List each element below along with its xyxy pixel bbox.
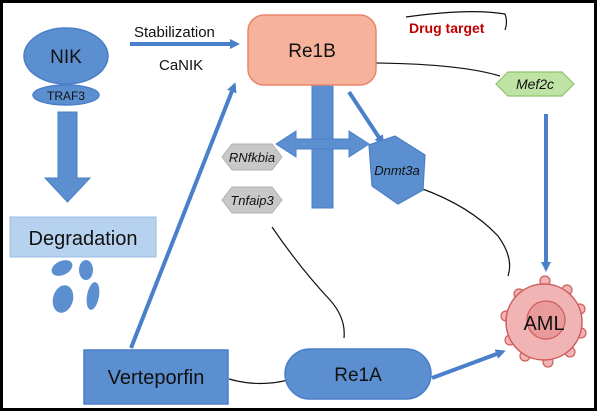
rela-label: Re1A bbox=[334, 365, 382, 386]
relb-to-mef2c-line bbox=[375, 62, 501, 77]
tnfaip3-label: Tnfaip3 bbox=[230, 193, 274, 208]
double-headed-arrow bbox=[275, 130, 370, 158]
stabilization-label: Stabilization bbox=[134, 24, 215, 41]
relb-to-dnmt3a-arrow bbox=[347, 90, 385, 146]
dnmt3a-to-aml-line bbox=[419, 187, 511, 277]
nik-label: NIK bbox=[50, 47, 82, 68]
rela-node bbox=[284, 348, 432, 400]
dnmt3a-label: Dnmt3a bbox=[374, 163, 420, 178]
aml-cell: AML bbox=[500, 275, 587, 368]
fragment-shape bbox=[52, 285, 74, 313]
tnfaip3-node bbox=[221, 186, 283, 214]
drug-target-bracket bbox=[405, 11, 508, 31]
relb-node bbox=[247, 14, 377, 86]
rela-to-aml-arrow bbox=[431, 349, 506, 380]
degradation-label: Degradation bbox=[29, 228, 138, 250]
aml-label: AML bbox=[523, 313, 564, 335]
rnfkbia-label: RNfkbia bbox=[229, 150, 275, 165]
relb-label: Re1B bbox=[288, 41, 336, 62]
drug-target-label: Drug target bbox=[409, 20, 485, 36]
fragment-shape bbox=[79, 260, 93, 280]
tnfaip3-to-rela-line bbox=[271, 226, 345, 339]
nik-node bbox=[23, 27, 109, 85]
rnfkbia-node bbox=[221, 143, 283, 171]
dnmt3a-node bbox=[368, 135, 426, 205]
mef2c-label: Mef2c bbox=[516, 76, 554, 92]
verteporfin-to-relb-arrow bbox=[129, 82, 237, 349]
traf3-node bbox=[32, 84, 100, 106]
aml-nucleus bbox=[526, 300, 566, 340]
fragment-shape bbox=[51, 260, 73, 276]
mef2c-node bbox=[495, 71, 575, 97]
verteporfin-node bbox=[83, 349, 229, 405]
fragment-shape bbox=[86, 282, 100, 310]
nik-degradation-arrow bbox=[43, 111, 92, 203]
canik-label: CaNIK bbox=[159, 57, 203, 74]
degradation-node bbox=[9, 216, 157, 258]
verteporfin-label: Verteporfin bbox=[108, 367, 205, 389]
traf3-label: TRAF3 bbox=[47, 89, 85, 103]
